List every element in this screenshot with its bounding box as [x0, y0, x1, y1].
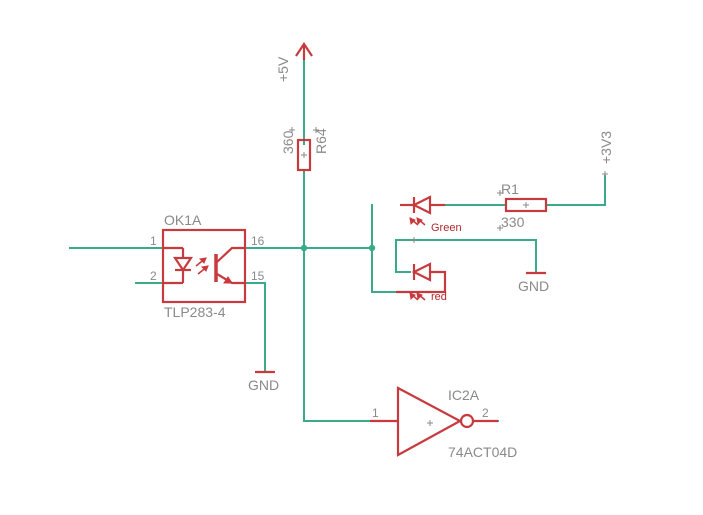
led-red: red	[396, 262, 447, 303]
led-green-arrowhead	[416, 217, 423, 226]
optocoupler-ok1a: OK1A TLP283-4 1 2 16 15	[150, 212, 265, 320]
led-green-label: Green	[431, 222, 462, 234]
junction-dot	[300, 244, 308, 252]
optocoupler-arrowhead	[200, 265, 209, 272]
optocoupler-emitter-arrow	[223, 276, 233, 284]
pin-number: 16	[251, 234, 265, 248]
led-red-triangle	[411, 262, 432, 282]
resistor-r1-body	[504, 197, 548, 213]
optocoupler-body	[161, 228, 247, 304]
resistor-r64-value: 360	[280, 130, 296, 154]
pin-number: 2	[482, 406, 489, 420]
inverter-ic2a: IC2A 74ACT04D 1 2	[370, 386, 517, 460]
wire-r1-3v3	[545, 175, 606, 206]
led-green-triangle	[411, 195, 432, 215]
led-red-label: red	[431, 291, 447, 303]
supply-3v3-symbol: +3V3	[598, 131, 614, 177]
resistor-r1: R1 330	[497, 181, 548, 231]
supply-3v3-label: +3V3	[598, 131, 614, 164]
wires	[69, 57, 606, 422]
led-red-arrowhead	[416, 292, 423, 301]
wire-pin15-gnd	[244, 282, 266, 373]
pin-number: 15	[251, 269, 265, 283]
resistor-r1-value: 330	[501, 214, 525, 230]
led-green-arrowhead	[409, 217, 416, 226]
optocoupler-arrowhead	[198, 257, 207, 264]
ground-symbol: GND	[248, 370, 279, 393]
inverter-name: IC2A	[448, 387, 480, 403]
supply-5v-arrow	[295, 42, 313, 57]
led-green: Green	[400, 195, 462, 243]
junction-dot	[368, 244, 376, 252]
optocoupler-value: TLP283-4	[164, 304, 226, 320]
pin-number: 1	[150, 234, 157, 248]
led-red-lead	[396, 270, 447, 294]
resistor-r1-name: R1	[501, 181, 519, 197]
ground-label: GND	[248, 377, 279, 393]
optocoupler-led-triangle	[172, 256, 194, 272]
supply-5v-symbol: +5V	[275, 42, 313, 82]
led-red-arrowhead	[409, 292, 416, 301]
optocoupler-name: OK1A	[164, 212, 202, 228]
inverter-bubble	[459, 413, 475, 429]
ground-symbol: GND	[518, 271, 549, 294]
pin-number: 1	[372, 406, 379, 420]
resistor-r64: 360 R64	[280, 127, 329, 172]
wire-green-led-cathode	[371, 204, 397, 293]
optocoupler-transistor-collector	[216, 246, 245, 263]
pin-number: 2	[150, 269, 157, 283]
resistor-r64-name: R64	[313, 128, 329, 154]
resistor-r64-body	[296, 138, 312, 172]
wire-node-inverter	[303, 247, 371, 422]
wire-gnd-red-led	[395, 239, 537, 274]
ground-label: GND	[518, 278, 549, 294]
supply-5v-label: +5V	[275, 56, 291, 82]
inverter-value: 74ACT04D	[448, 444, 517, 460]
